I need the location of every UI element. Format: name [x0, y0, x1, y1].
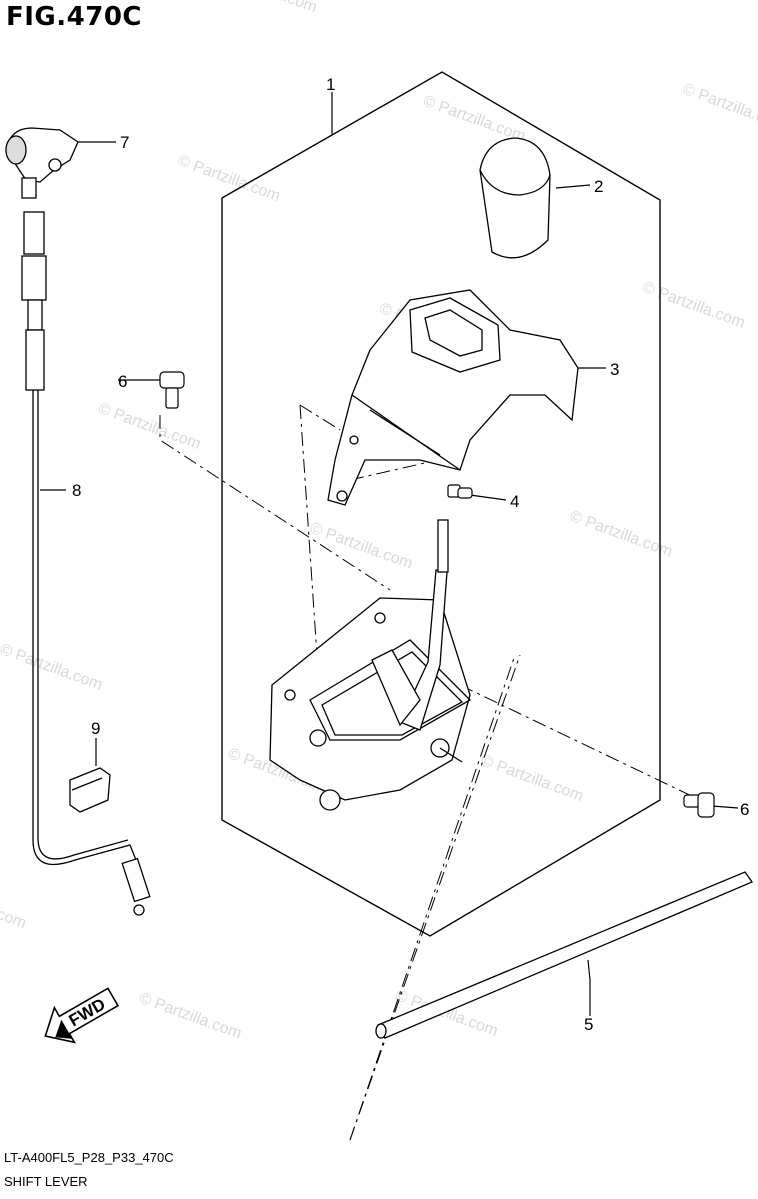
callout-4: 4: [510, 492, 519, 511]
lever-bracket: [269, 597, 472, 811]
svg-text:© Partzilla.com: © Partzilla.com: [421, 93, 528, 146]
watermark-text: © Partzilla.com: [96, 400, 203, 453]
svg-text:© Partzilla.com: © Partzilla.com: [640, 279, 747, 332]
svg-text:© Partzilla.com: © Partzilla.com: [680, 81, 758, 134]
watermark-text: © Partzilla.com: [212, 0, 319, 16]
watermarks: © Partzilla.com © Partzilla.com © Partzi…: [0, 0, 758, 1043]
bolt-6-lower: [683, 792, 715, 818]
svg-text:© Partzilla.com: © Partzilla.com: [0, 879, 29, 932]
watermark-text: © Partzilla.com: [421, 93, 528, 146]
reverse-cable: [21, 211, 151, 916]
svg-text:© Partzilla.com: © Partzilla.com: [137, 990, 244, 1043]
callout-8: 8: [72, 481, 81, 500]
callout-5: 5: [584, 1015, 593, 1034]
callout-3: 3: [610, 360, 619, 379]
watermark-text: © Partzilla.com: [308, 520, 415, 573]
screw-4: [447, 484, 473, 499]
watermark-text: © Partzilla.com: [478, 752, 585, 805]
svg-text:© Partzilla.com: © Partzilla.com: [96, 400, 203, 453]
watermark-text: © Partzilla.com: [640, 279, 747, 332]
svg-text:© Partzilla.com: © Partzilla.com: [175, 152, 282, 205]
fwd-arrow-icon: FWD: [44, 987, 120, 1044]
callout-2: 2: [594, 177, 603, 196]
callout-7: 7: [120, 133, 129, 152]
svg-text:© Partzilla.com: © Partzilla.com: [567, 508, 674, 561]
callout-9: 9: [91, 719, 100, 738]
svg-text:© Partzilla.com: © Partzilla.com: [212, 0, 319, 16]
shift-lever-rod: [371, 519, 449, 731]
callout-labels: 1 2 3 4 5 6 6 7 8 9: [72, 75, 749, 1034]
cable-end-holder: [5, 127, 79, 199]
shift-rod: [375, 871, 753, 1039]
bolt-6-upper: [159, 371, 185, 409]
callout-1: 1: [326, 75, 335, 94]
leader-lines: [40, 92, 739, 1016]
watermark-text: © Partzilla.com: [0, 641, 105, 694]
svg-text:© Partzilla.com: © Partzilla.com: [308, 520, 415, 573]
callout-6-lower: 6: [740, 800, 749, 819]
figure-caption: SHIFT LEVER: [4, 1174, 88, 1189]
svg-text:© Partzilla.com: © Partzilla.com: [478, 752, 585, 805]
watermark-text: © Partzilla.com: [680, 81, 758, 134]
watermark-text: © Partzilla.com: [0, 879, 29, 932]
watermark-text: © Partzilla.com: [567, 508, 674, 561]
shift-lever-cover: [327, 289, 579, 506]
cable-clamp: [69, 767, 111, 813]
callout-6-upper: 6: [118, 372, 127, 391]
figure-title: FIG.470C: [6, 2, 143, 32]
assembly-boundary: [221, 71, 661, 937]
watermark-text: © Partzilla.com: [137, 990, 244, 1043]
svg-text:© Partzilla.com: © Partzilla.com: [0, 641, 105, 694]
watermark-text: © Partzilla.com: [175, 152, 282, 205]
shift-knob: [479, 137, 551, 259]
figure-code: LT-A400FL5_P28_P33_470C: [4, 1150, 174, 1165]
